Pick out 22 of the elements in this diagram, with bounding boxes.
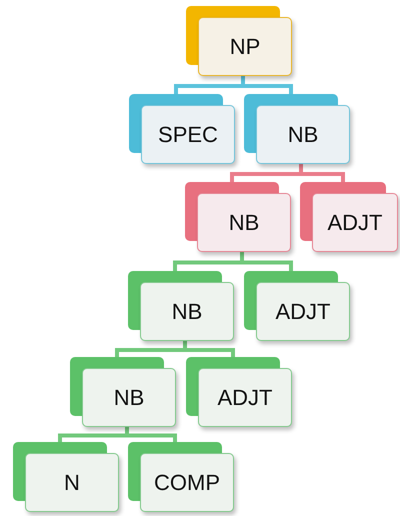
node-label: ADJT [198, 368, 292, 427]
node-label: ADJT [256, 282, 350, 341]
node-label: NB [256, 105, 350, 164]
node-card [244, 271, 350, 341]
node-card [186, 6, 292, 76]
node-card [13, 442, 119, 512]
node-card [185, 182, 291, 252]
node-label: N [25, 453, 119, 512]
node-card [129, 94, 235, 164]
node-label: NB [140, 282, 234, 341]
node-label: SPEC [141, 105, 235, 164]
node-card [128, 442, 234, 512]
node-card [244, 94, 350, 164]
node-label: COMP [140, 453, 234, 512]
node-label: NB [197, 193, 291, 252]
node-card [70, 357, 176, 427]
node-card [186, 357, 292, 427]
node-label: NB [82, 368, 176, 427]
node-label: ADJT [312, 193, 398, 252]
node-card [128, 271, 234, 341]
node-card [300, 182, 398, 252]
node-label: NP [198, 17, 292, 76]
